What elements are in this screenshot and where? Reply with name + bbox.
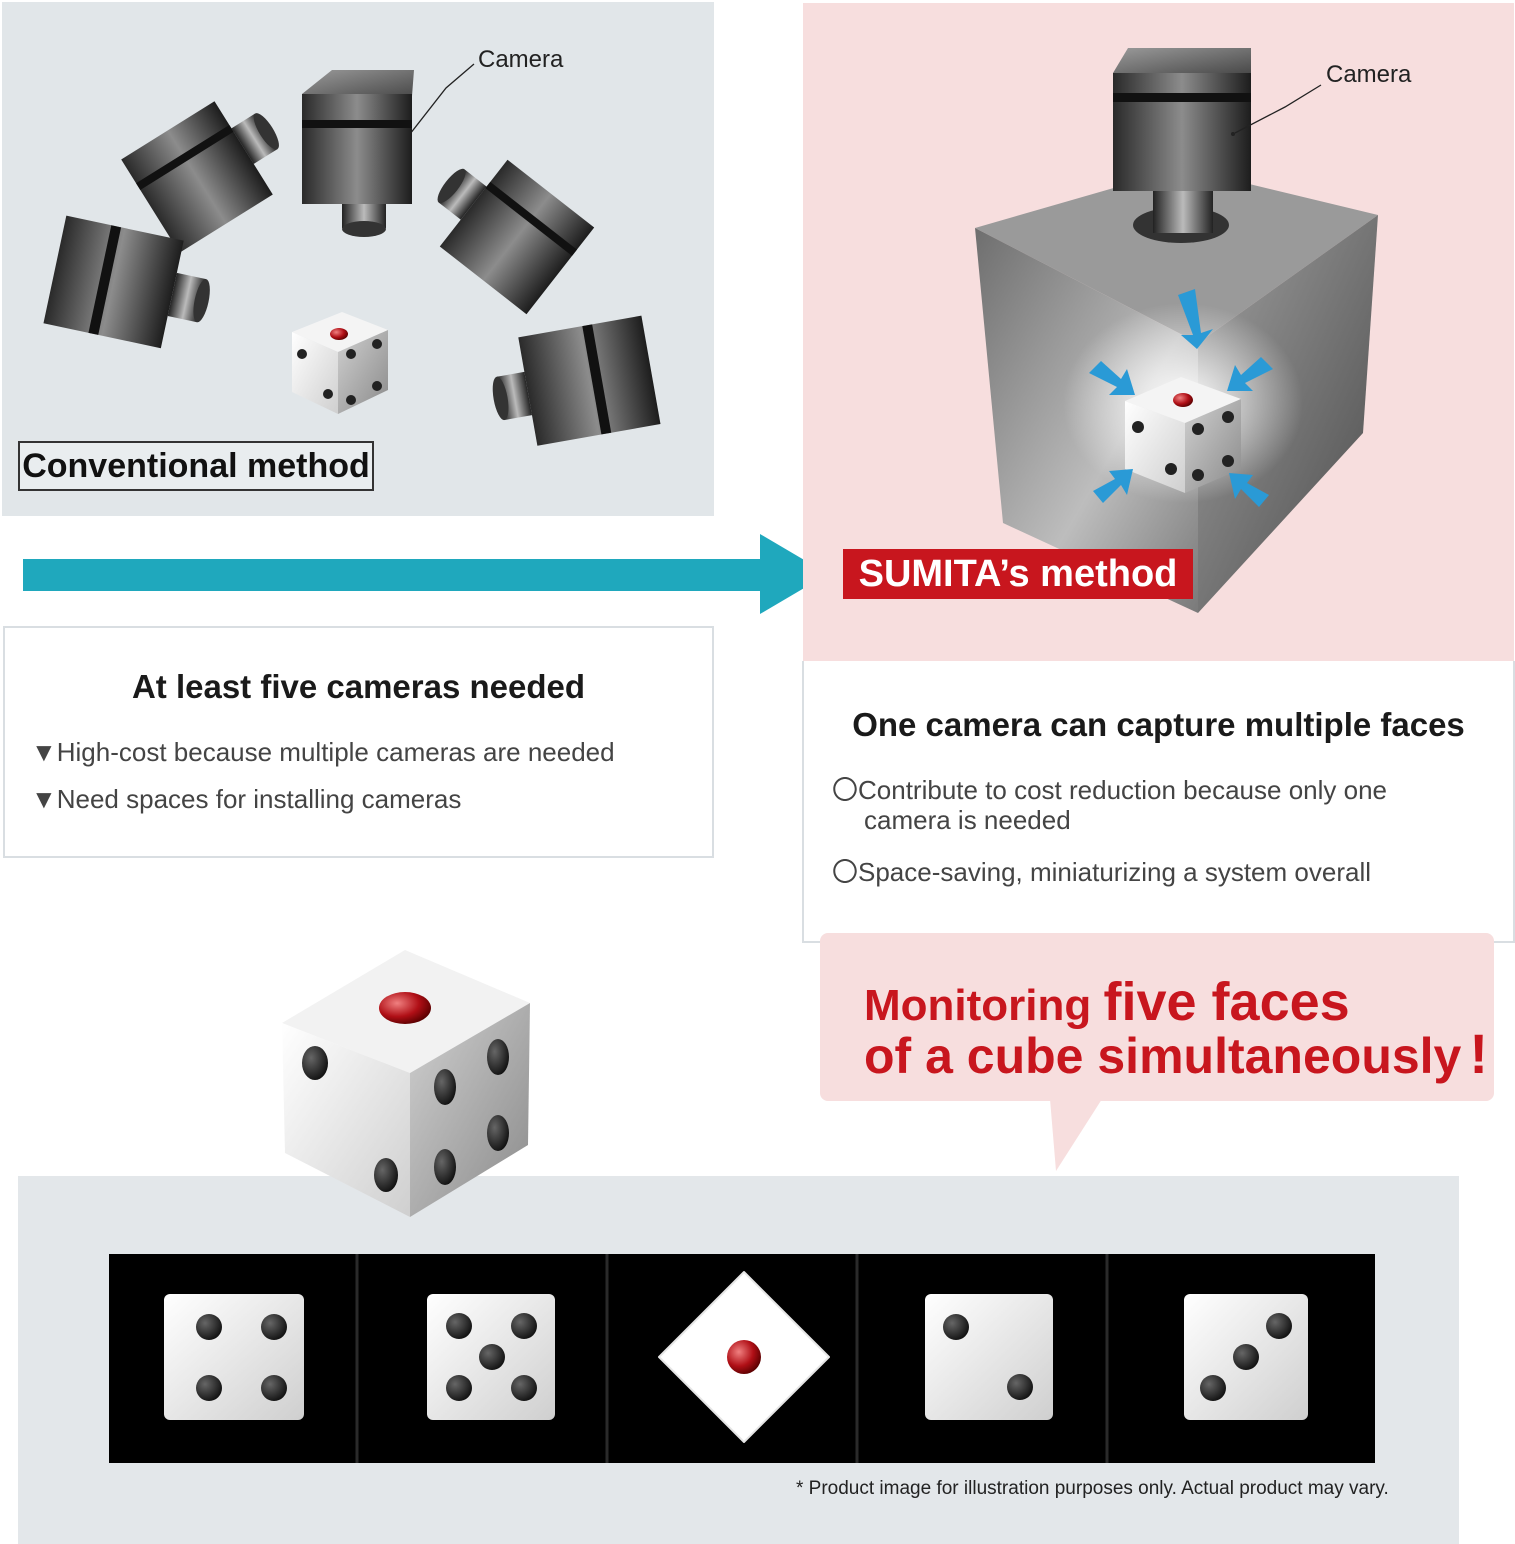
conventional-panel: Camera [2, 2, 714, 516]
pointer-arrows-icon [1089, 289, 1273, 507]
camera-icon [43, 215, 210, 349]
conventional-info-title: At least five cameras needed [131, 668, 586, 705]
die-icon [1125, 377, 1241, 493]
die-icon [282, 950, 530, 1217]
callout-text-a: Monitoring [864, 981, 1104, 1030]
sumita-point-continued: camera is needed [864, 805, 1071, 835]
disclaimer-text: * Product image for illustration purpose… [796, 1478, 1389, 1499]
callout-emphasis: five faces [1103, 972, 1350, 1032]
die-face-two-icon [925, 1294, 1053, 1420]
die-face-three-icon [1184, 1294, 1308, 1420]
conventional-point: ▼High-cost because multiple cameras are … [31, 737, 615, 767]
conventional-point: ▼Need spaces for installing cameras [31, 784, 462, 814]
conventional-method-label: Conventional method [18, 441, 374, 491]
sumita-illustration [975, 48, 1378, 613]
die-face-one-icon [658, 1271, 830, 1443]
camera-icon [492, 315, 661, 446]
callout-tail [1050, 1099, 1102, 1171]
camera-icon [302, 70, 414, 237]
camera-icon [121, 101, 279, 253]
camera-label: Camera [1326, 61, 1412, 88]
callout-exclaim: ! [1469, 1022, 1489, 1085]
face-images [164, 1254, 1308, 1463]
camera-icon [437, 159, 595, 315]
die-face-five-icon [427, 1294, 555, 1420]
callout-line1: Monitoring five faces [864, 971, 1350, 1033]
flow-arrow-icon [23, 534, 828, 614]
face-images-strip [109, 1254, 1375, 1463]
camera-label: Camera [478, 46, 564, 73]
sumita-method-label: SUMITA’s method [843, 549, 1193, 599]
sumita-point: 〇Space-saving, miniaturizing a system ov… [832, 857, 1371, 887]
die-icon [292, 312, 388, 414]
sumita-point: 〇Contribute to cost reduction because on… [832, 775, 1388, 805]
camera-icon [1113, 48, 1251, 233]
callout-line2: of a cube simultaneously! [864, 1021, 1488, 1086]
conventional-illustration [43, 63, 661, 446]
conventional-info-box: At least five cameras needed ▼High-cost … [3, 626, 714, 858]
sumita-info-box: One camera can capture multiple faces 〇C… [802, 661, 1515, 943]
callout-bubble: Monitoring five faces of a cube simultan… [820, 933, 1494, 1101]
callout-text-b: of a cube simultaneously [864, 1028, 1462, 1084]
sumita-info-title: One camera can capture multiple faces [852, 706, 1465, 743]
die-face-four-icon [164, 1294, 304, 1420]
